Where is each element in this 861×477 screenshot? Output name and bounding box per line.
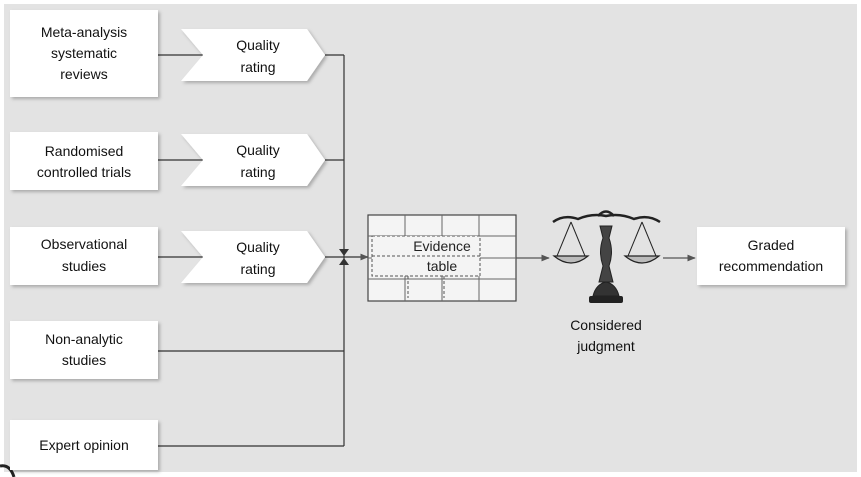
evidence-table: Evidence table [367,214,517,302]
rating-2-line-2: rating [240,164,275,180]
rating-3-line-1: Quality [236,239,280,255]
source-3-line-2: studies [62,258,106,274]
source-box-randomised-trials: Randomised controlled trials [10,132,158,190]
source-box-meta-analysis: Meta-analysis systematic reviews [10,10,158,97]
source-1-line-1: Meta-analysis [41,24,127,40]
evidence-table-line-2: table [427,258,458,274]
source-box-observational: Observational studies [10,227,158,285]
judgment-label-line-2: judgment [576,338,635,354]
source-4-line-1: Non-analytic [45,331,123,347]
rating-1-line-2: rating [240,59,275,75]
corner-mark [0,464,16,477]
source-2-line-2: controlled trials [37,164,131,180]
source-box-non-analytic: Non-analytic studies [10,321,158,379]
rating-3-line-2: rating [240,261,275,277]
source-5-line-1: Expert opinion [39,437,129,453]
quality-rating-chevron-3: Quality rating [181,231,325,283]
source-4-line-2: studies [62,352,106,368]
balance-scale-icon [552,210,661,303]
quality-rating-chevron-1: Quality rating [181,29,325,81]
output-line-2: recommendation [719,258,823,274]
quality-rating-chevron-2: Quality rating [181,134,325,186]
source-1-line-2: systematic [51,45,117,61]
source-1-line-3: reviews [60,66,107,82]
rating-1-line-1: Quality [236,37,280,53]
evidence-table-line-1: Evidence [413,238,471,254]
junction-arrows [325,249,369,265]
judgment-label-line-1: Considered [570,317,642,333]
source-3-line-1: Observational [41,236,127,252]
source-box-expert-opinion: Expert opinion [10,420,158,470]
rating-2-line-1: Quality [236,142,280,158]
output-line-1: Graded [748,237,795,253]
source-2-line-1: Randomised [45,143,124,159]
graded-recommendation-box: Graded recommendation [697,227,845,285]
